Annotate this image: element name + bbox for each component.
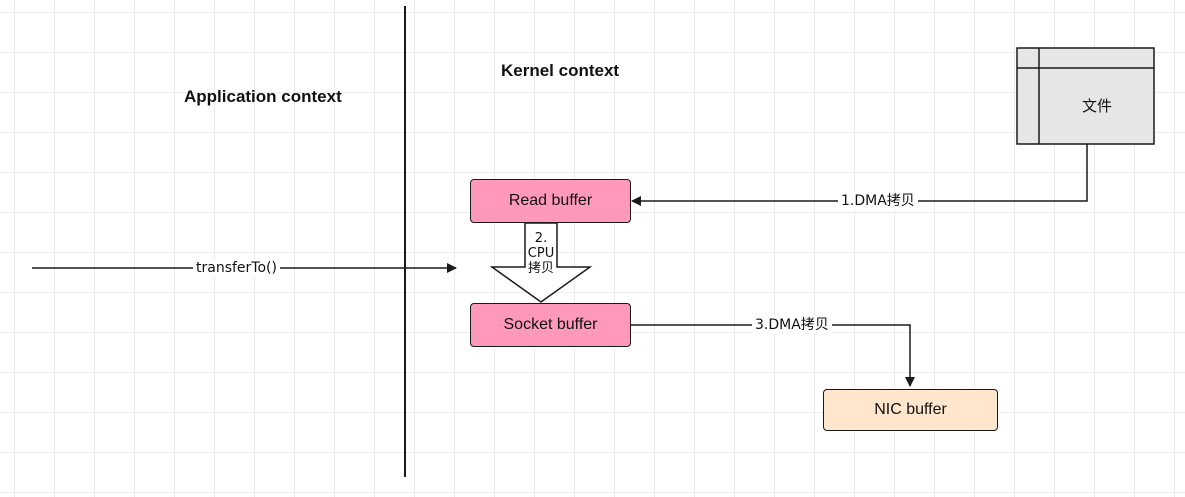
transfer-to-label: transferTo() [193, 259, 280, 277]
dma-send-label: 3.DMA拷贝 [752, 316, 832, 334]
socket-buffer-node: Socket buffer [470, 303, 631, 347]
nic-buffer-node: NIC buffer [823, 389, 998, 431]
cpu-copy-label: 2. CPU 拷贝 [522, 231, 560, 276]
cpu-copy-label-line1: 2. [534, 231, 548, 246]
read-buffer-label: Read buffer [508, 192, 593, 209]
dma-read-label: 1.DMA拷贝 [838, 192, 918, 210]
cpu-copy-block-arrow [489, 222, 593, 303]
dma-read-arrow [631, 144, 1088, 206]
kernel-context-label: Kernel context [501, 61, 620, 80]
socket-buffer-label: Socket buffer [503, 316, 598, 333]
read-buffer-node: Read buffer [470, 179, 631, 223]
cpu-copy-label-line3: 拷贝 [527, 261, 554, 276]
nic-buffer-label: NIC buffer [874, 401, 947, 418]
application-context-label: Application context [184, 87, 342, 106]
dma-send-arrow [631, 324, 915, 387]
file-shape [1016, 47, 1155, 145]
file-node-label: 文件 [1081, 97, 1112, 115]
cpu-copy-label-line2: CPU [527, 246, 555, 261]
